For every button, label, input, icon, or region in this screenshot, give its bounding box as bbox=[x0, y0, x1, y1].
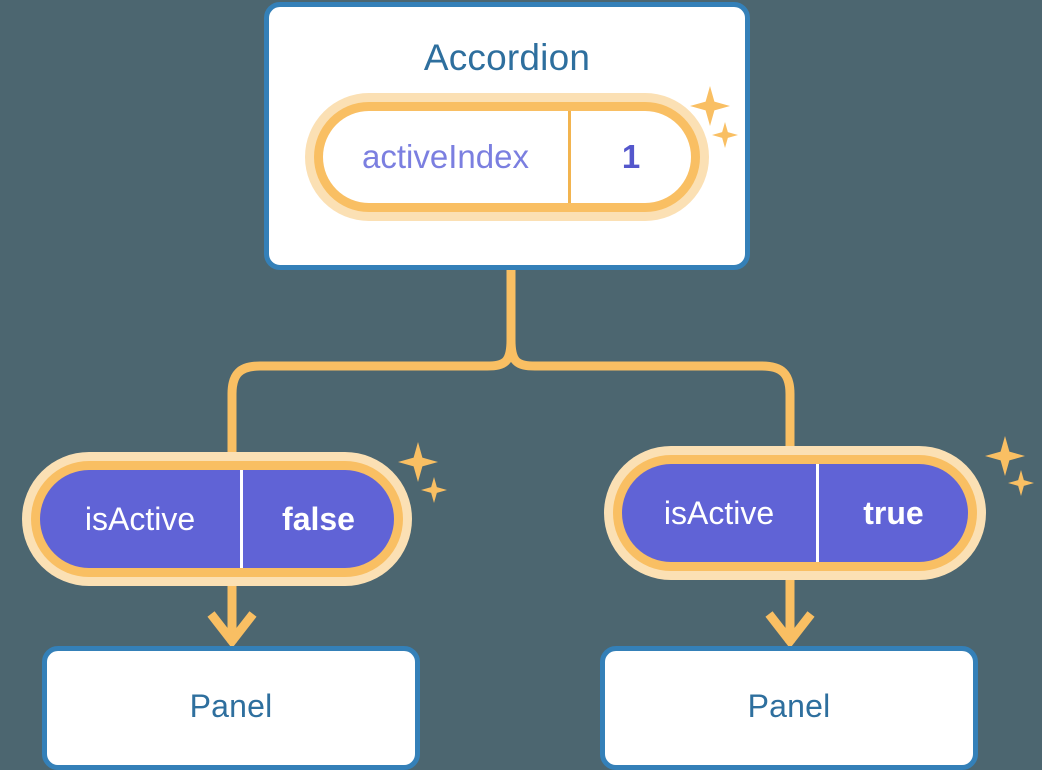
state-pill-key: activeIndex bbox=[362, 138, 529, 175]
state-pill-active-index[interactable]: activeIndex 1 bbox=[305, 93, 709, 221]
prop-pill-is-active-false[interactable]: isActive false bbox=[22, 452, 412, 586]
arrow-head-left bbox=[207, 611, 257, 649]
panel-title: Panel bbox=[747, 688, 831, 724]
prop-pill-value: false bbox=[240, 470, 394, 568]
sparkle-star-icon bbox=[985, 436, 1025, 476]
panel-title: Panel bbox=[189, 688, 273, 724]
pill-body: isActive true bbox=[622, 464, 968, 562]
prop-pill-key: isActive bbox=[84, 500, 196, 537]
prop-pill-is-active-true[interactable]: isActive true bbox=[604, 446, 986, 580]
arrow-head-right bbox=[765, 611, 815, 649]
pill-body: isActive false bbox=[40, 470, 394, 568]
branch-line-right bbox=[506, 335, 795, 451]
panel-component-card-left[interactable]: Panel bbox=[42, 646, 420, 770]
prop-pill-value: true bbox=[816, 464, 968, 562]
panel-component-card-right[interactable]: Panel bbox=[600, 646, 978, 770]
pill-body: activeIndex 1 bbox=[323, 111, 691, 203]
state-pill-value: 1 bbox=[568, 111, 691, 203]
sparkle-star-icon bbox=[1008, 470, 1034, 496]
branch-line-left bbox=[227, 335, 516, 457]
prop-pill-key: isActive bbox=[663, 494, 775, 531]
sparkle-star-icon bbox=[421, 477, 447, 503]
accordion-title: Accordion bbox=[423, 37, 591, 78]
